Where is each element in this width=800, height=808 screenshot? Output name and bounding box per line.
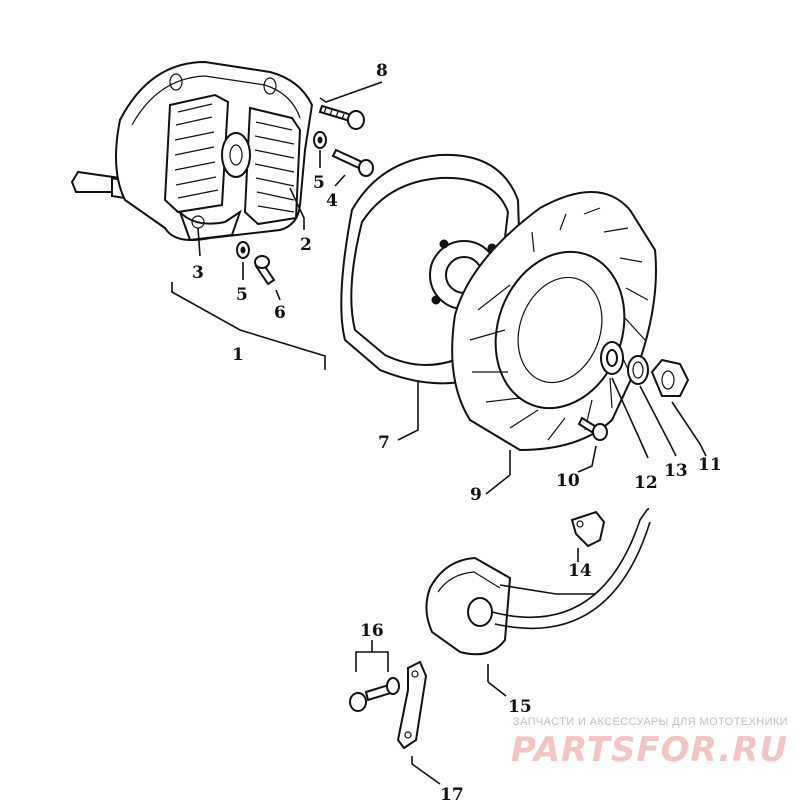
callout-5a: 5 xyxy=(313,173,325,193)
callout-6: 6 xyxy=(274,303,286,323)
wire-clip-14 xyxy=(570,510,606,562)
screw-8 xyxy=(318,81,383,130)
callout-9: 9 xyxy=(470,485,482,505)
callout-1: 1 xyxy=(232,345,244,365)
callout-8: 8 xyxy=(376,61,388,81)
screw-4 xyxy=(331,148,374,187)
bracket-17 xyxy=(396,660,441,785)
callout-14: 14 xyxy=(568,561,592,581)
watermark-brand: PARTSFOR.RU xyxy=(510,730,788,770)
callout-12: 12 xyxy=(634,473,658,493)
callout-17: 17 xyxy=(440,785,464,805)
callout-16: 16 xyxy=(360,621,384,641)
callout-2: 2 xyxy=(300,235,312,255)
callout-3: 3 xyxy=(192,263,204,283)
ignition-coil-15 xyxy=(425,507,651,697)
site-watermark: ЗАПЧАСТИ И АКСЕССУАРЫ ДЛЯ МОТОТЕХНИКИ PA… xyxy=(458,716,788,770)
stator-plate-assembly xyxy=(70,60,326,370)
watermark-subtitle: ЗАПЧАСТИ И АКСЕССУАРЫ ДЛЯ МОТОТЕХНИКИ xyxy=(512,716,788,728)
cooling-fan xyxy=(451,191,657,495)
lockwasher-13 xyxy=(627,355,677,457)
washer-5-lower xyxy=(236,241,250,280)
washer-12 xyxy=(600,341,649,459)
callout-15: 15 xyxy=(508,697,532,717)
washer-5-upper xyxy=(313,131,327,168)
callout-13: 13 xyxy=(664,461,688,481)
nut-11 xyxy=(650,358,707,457)
screw-washer-16 xyxy=(349,640,400,712)
screw-10 xyxy=(577,416,608,473)
callout-10: 10 xyxy=(556,471,580,491)
callout-7: 7 xyxy=(378,433,390,453)
callout-5b: 5 xyxy=(236,285,248,305)
screw-6 xyxy=(254,255,281,301)
callout-4: 4 xyxy=(326,191,338,211)
callout-11: 11 xyxy=(698,455,722,475)
